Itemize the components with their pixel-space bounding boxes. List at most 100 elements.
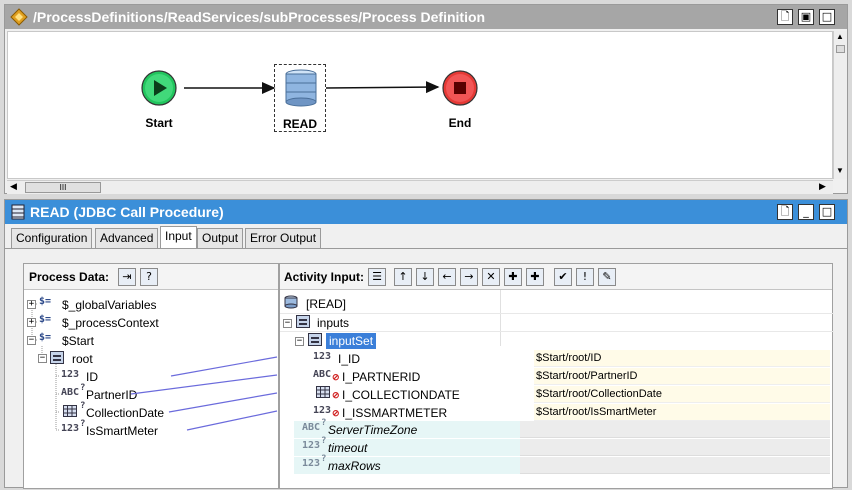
error-marker-icon: ⊘ bbox=[332, 408, 340, 418]
tree-item-inputs[interactable]: inputs bbox=[317, 316, 350, 330]
error-marker-icon: ⊘ bbox=[332, 390, 340, 400]
activity-input-title: Activity Input: bbox=[284, 270, 364, 284]
integer-icon: 123 bbox=[61, 423, 80, 434]
integer-icon: 123 bbox=[61, 369, 80, 380]
read-node[interactable]: READ bbox=[274, 64, 326, 132]
tree-item-i-id[interactable]: I_ID bbox=[338, 352, 361, 366]
page-icon[interactable]: 🗋 bbox=[777, 204, 793, 220]
validate-icon[interactable]: ✔ bbox=[554, 268, 572, 286]
minimize-icon[interactable]: _ bbox=[798, 204, 814, 220]
scroll-down-icon[interactable]: ▼ bbox=[836, 166, 844, 175]
activity-panel: READ (JDBC Call Procedure) 🗋 _ □ Configu… bbox=[4, 199, 848, 489]
tree-item-timeout[interactable]: timeout bbox=[328, 441, 368, 455]
tree-item-max-rows[interactable]: maxRows bbox=[328, 459, 381, 473]
expand-globals-icon[interactable]: + bbox=[27, 299, 36, 309]
collapse-input-set-icon[interactable]: − bbox=[295, 336, 304, 346]
activity-input-header: Activity Input: ☰ ↑ ↓ ← → ✕ ✚ ✚ ✔ ! ✎ bbox=[280, 264, 832, 290]
tree-item-server-time-zone[interactable]: ServerTimeZone bbox=[328, 423, 418, 437]
tree-item-process-context[interactable]: $_processContext bbox=[62, 316, 159, 330]
move-right-icon[interactable]: → bbox=[460, 268, 478, 286]
horizontal-scrollbar[interactable]: ◀ III ▶ bbox=[7, 180, 833, 194]
process-data-pane: Process Data: ⇥ ? + $= $_globalVaria bbox=[23, 263, 279, 489]
row-separator bbox=[280, 331, 834, 332]
integer-icon: 123 bbox=[313, 405, 332, 416]
warning-icon[interactable]: ! bbox=[576, 268, 594, 286]
scroll-up-icon[interactable]: ▲ bbox=[836, 32, 844, 41]
optional-marker-icon: ? bbox=[80, 419, 86, 429]
tree-item-global-variables[interactable]: $_globalVariables bbox=[62, 298, 157, 312]
delete-icon[interactable]: ✕ bbox=[482, 268, 500, 286]
tab-output[interactable]: Output bbox=[197, 228, 244, 248]
locate-icon[interactable]: ⇥ bbox=[118, 268, 136, 286]
process-panel-title-bar: /ProcessDefinitions/ReadServices/subProc… bbox=[5, 5, 847, 29]
collapse-start-icon[interactable]: − bbox=[27, 335, 36, 345]
expand-process-context-icon[interactable]: + bbox=[27, 317, 36, 327]
maximize-icon[interactable]: □ bbox=[819, 204, 835, 220]
optional-row-mapping[interactable] bbox=[520, 457, 830, 474]
vertical-scrollbar[interactable]: ▲ ▼ bbox=[833, 31, 847, 179]
tree-item-start[interactable]: $Start bbox=[62, 334, 95, 348]
tree-item-partner-id[interactable]: PartnerID bbox=[86, 388, 138, 402]
column-divider bbox=[500, 290, 501, 346]
help-icon[interactable]: ? bbox=[140, 268, 158, 286]
mapping-i-partnerid[interactable]: $Start/root/PartnerID bbox=[534, 368, 830, 385]
optional-row-bg bbox=[294, 457, 534, 474]
mapper-view-icon[interactable]: ☰ bbox=[368, 268, 386, 286]
maximize-icon[interactable]: □ bbox=[819, 9, 835, 25]
row-separator bbox=[280, 313, 834, 314]
scroll-right-icon[interactable]: ▶ bbox=[819, 181, 826, 191]
edit-icon[interactable]: ✎ bbox=[598, 268, 616, 286]
schema-icon: $= bbox=[39, 332, 52, 343]
database-icon bbox=[284, 295, 298, 312]
date-icon bbox=[316, 386, 330, 401]
activity-input-pane: Activity Input: ☰ ↑ ↓ ← → ✕ ✚ ✚ ✔ ! ✎ [R… bbox=[279, 263, 834, 489]
optional-marker-icon: ? bbox=[80, 401, 86, 411]
process-canvas[interactable]: Start READ End bbox=[7, 31, 833, 179]
move-up-icon[interactable]: ↑ bbox=[394, 268, 412, 286]
mapping-i-collectiondate[interactable]: $Start/root/CollectionDate bbox=[534, 386, 830, 403]
process-panel-title: /ProcessDefinitions/ReadServices/subProc… bbox=[33, 9, 486, 25]
tab-advanced[interactable]: Advanced bbox=[95, 228, 159, 248]
date-icon bbox=[63, 405, 77, 420]
tree-item-id[interactable]: ID bbox=[86, 370, 98, 384]
optional-row-mapping[interactable] bbox=[520, 421, 830, 438]
start-node[interactable] bbox=[140, 69, 178, 110]
tree-item-collection-date[interactable]: CollectionDate bbox=[86, 406, 165, 420]
integer-icon: 123 bbox=[302, 458, 321, 469]
end-label: End bbox=[448, 116, 472, 130]
tree-item-read[interactable]: [READ] bbox=[306, 297, 347, 311]
flow-arrows bbox=[184, 81, 440, 94]
vertical-scroll-thumb[interactable] bbox=[836, 45, 845, 53]
tree-item-root[interactable]: root bbox=[72, 352, 93, 366]
database-icon bbox=[285, 69, 317, 107]
tree-item-i-collectiondate[interactable]: I_COLLECTIONDATE bbox=[342, 388, 460, 402]
move-down-icon[interactable]: ↓ bbox=[416, 268, 434, 286]
collapse-inputs-icon[interactable]: − bbox=[283, 318, 292, 328]
page-icon[interactable]: 🗋 bbox=[777, 9, 793, 25]
process-icon bbox=[10, 8, 28, 29]
start-label: Start bbox=[145, 116, 173, 130]
optional-row-mapping[interactable] bbox=[520, 439, 830, 456]
collapse-root-icon[interactable]: − bbox=[38, 353, 47, 363]
tree-item-i-partnerid[interactable]: I_PARTNERID bbox=[342, 370, 421, 384]
integer-icon: 123 bbox=[313, 351, 332, 362]
optional-row-bg bbox=[294, 421, 534, 438]
mapping-i-id[interactable]: $Start/root/ID bbox=[534, 350, 830, 367]
horizontal-scroll-thumb[interactable]: III bbox=[25, 182, 101, 193]
add-child-icon[interactable]: ✚ bbox=[526, 268, 544, 286]
string-icon: ABC bbox=[313, 369, 332, 380]
add-icon[interactable]: ✚ bbox=[504, 268, 522, 286]
tab-configuration[interactable]: Configuration bbox=[11, 228, 93, 248]
scroll-left-icon[interactable]: ◀ bbox=[10, 181, 17, 191]
process-data-title: Process Data: bbox=[29, 270, 110, 284]
mapping-i-issmartmeter[interactable]: $Start/root/IsSmartMeter bbox=[534, 404, 830, 421]
restore-icon[interactable]: ▣ bbox=[798, 9, 814, 25]
tree-item-i-issmartmeter[interactable]: I_ISSMARTMETER bbox=[342, 406, 448, 420]
tab-input[interactable]: Input bbox=[160, 226, 197, 248]
tab-error-output[interactable]: Error Output bbox=[245, 228, 322, 248]
move-left-icon[interactable]: ← bbox=[438, 268, 456, 286]
tree-item-input-set[interactable]: inputSet bbox=[326, 333, 377, 349]
tree-item-is-smart-meter[interactable]: IsSmartMeter bbox=[86, 424, 159, 438]
end-node[interactable] bbox=[441, 69, 479, 110]
read-label: READ bbox=[282, 117, 317, 131]
